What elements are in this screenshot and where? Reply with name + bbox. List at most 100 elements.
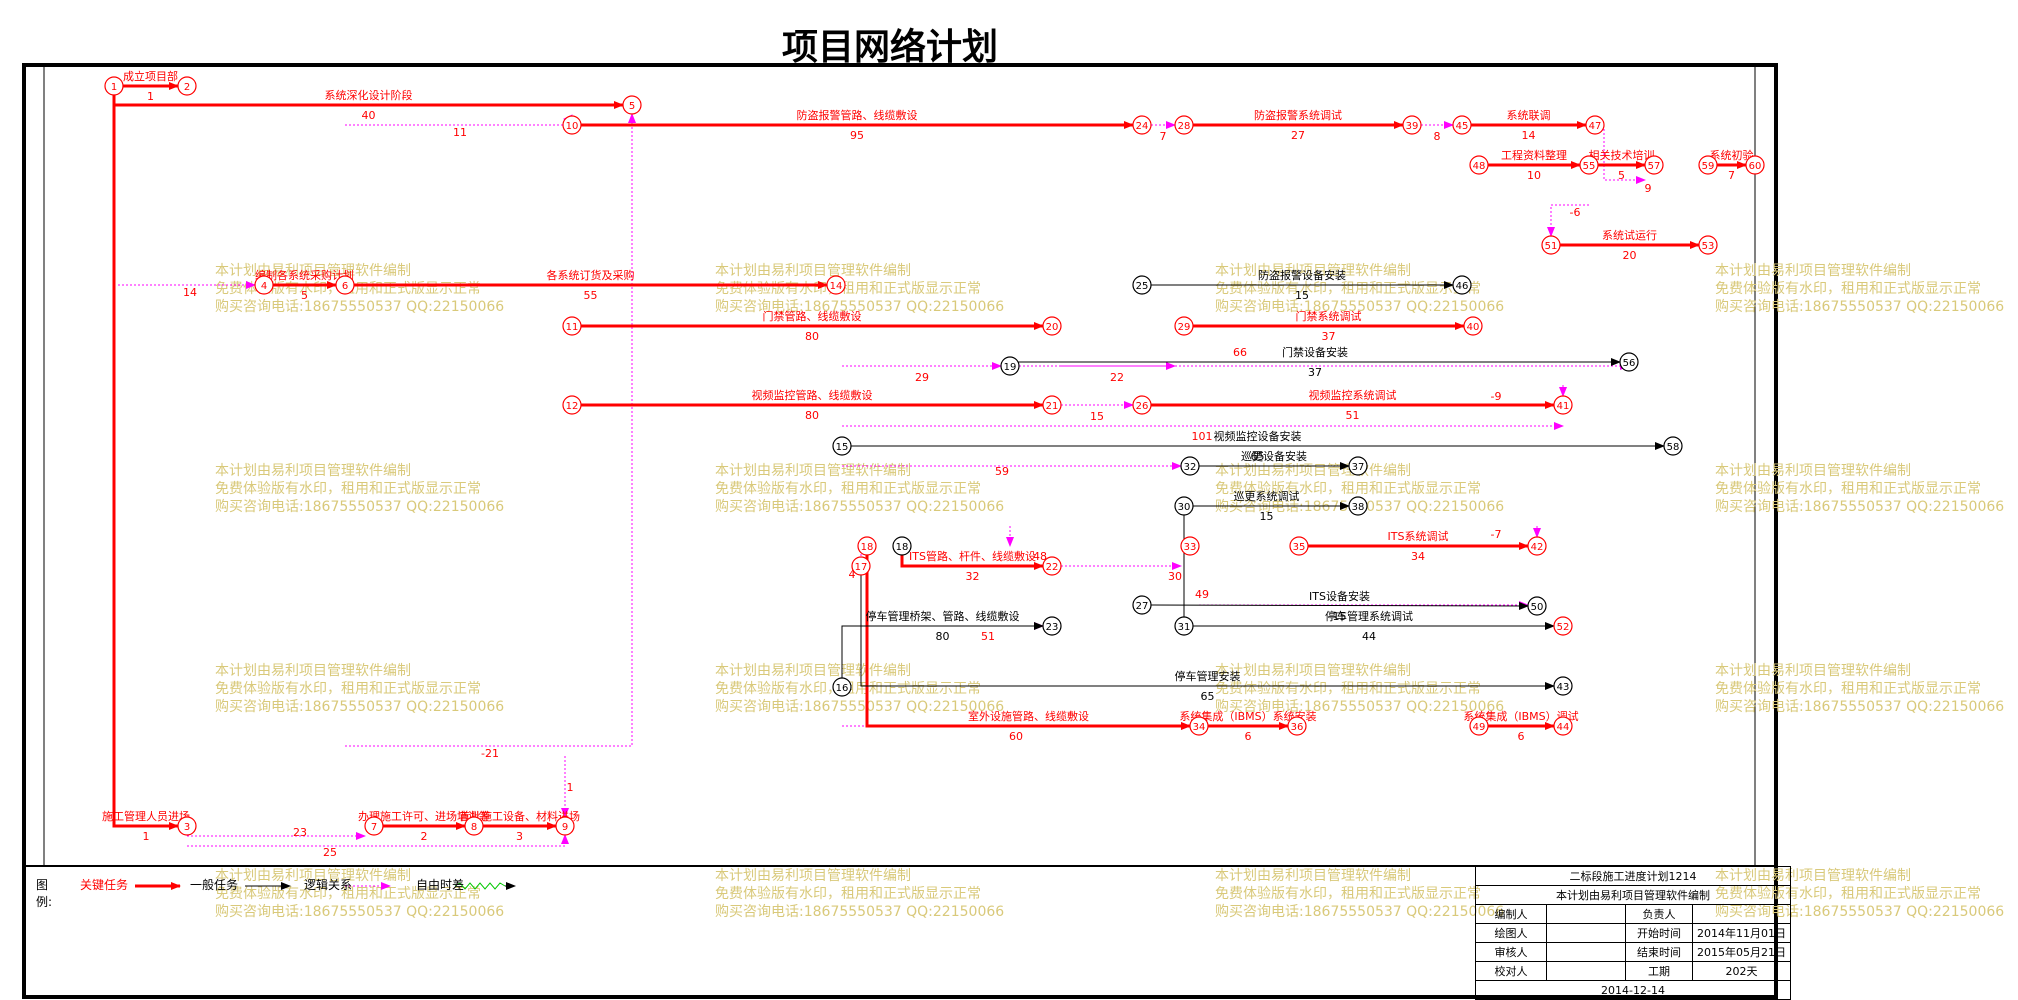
activity-duration: 32 xyxy=(966,570,980,583)
logic-link: 1 xyxy=(561,756,574,818)
watermark-line: 购买咨询电话:18675550537 QQ:22150066 xyxy=(715,699,1004,715)
title-block-value xyxy=(1546,923,1626,943)
event-node-id: 14 xyxy=(830,281,843,292)
event-node-id: 25 xyxy=(1136,281,1149,292)
event-node-id: 52 xyxy=(1557,622,1570,633)
logic-link: 101 xyxy=(842,422,1564,443)
watermark-line: 购买咨询电话:18675550537 QQ:22150066 xyxy=(1215,299,1504,315)
watermark-line: 购买咨询电话:18675550537 QQ:22150066 xyxy=(1715,699,2004,715)
event-node-id: 38 xyxy=(1352,502,1365,513)
title-block-software-note: 本计划由易利项目管理软件编制 xyxy=(1475,885,1791,905)
logic-link-label: 14 xyxy=(183,286,197,299)
logic-link: -6 xyxy=(1547,204,1589,237)
event-node: 17 xyxy=(851,556,871,576)
activity-duration: 34 xyxy=(1411,550,1425,563)
logic-link: 49 xyxy=(1195,588,1529,609)
activity-duration: 20 xyxy=(1623,249,1637,262)
logic-link: -7 xyxy=(1491,526,1541,541)
activity-name: 编制各系统采购计划 xyxy=(255,268,354,282)
logic-link-label: 11 xyxy=(453,126,467,139)
event-node: 23 xyxy=(1042,616,1062,636)
activity-duration: 80 xyxy=(805,330,819,343)
event-node: 18 xyxy=(857,536,877,556)
watermark-block: 本计划由易利项目管理软件编制免费体验版有水印，租用和正式版显示正常购买咨询电话:… xyxy=(1715,463,2004,515)
event-node: 26 xyxy=(1132,395,1152,415)
event-node: 4 xyxy=(254,275,274,295)
event-node: 11 xyxy=(562,316,582,336)
event-node: 59 xyxy=(1698,155,1718,175)
logic-link-label: 48 xyxy=(1033,550,1047,563)
event-node-id: 34 xyxy=(1193,722,1206,733)
event-node-id: 33 xyxy=(1184,542,1197,553)
watermark-line: 本计划由易利项目管理软件编制 xyxy=(1215,663,1411,679)
watermark-line: 本计划由易利项目管理软件编制 xyxy=(1215,263,1411,279)
activity-name: 系统深化设计阶段 xyxy=(325,88,413,102)
activity-duration: 55 xyxy=(584,289,598,302)
activity-arrow: 室外设施管路、线缆敷设 xyxy=(865,555,1191,730)
event-node: 47 xyxy=(1585,115,1605,135)
activity-name: 室外设施管路、线缆敷设 xyxy=(968,709,1089,723)
event-node: 53 xyxy=(1698,235,1718,255)
event-node: 35 xyxy=(1289,536,1309,556)
event-node: 3 xyxy=(177,816,197,836)
activity-name: 视频监控管路、线缆敷设 xyxy=(752,388,873,402)
activity-arrow: 巡更设备安装 xyxy=(1199,449,1350,470)
activity-duration: 1 xyxy=(143,830,150,843)
logic-link-label: -7 xyxy=(1491,528,1502,541)
watermark-line: 本计划由易利项目管理软件编制 xyxy=(1215,463,1411,479)
event-node-id: 28 xyxy=(1178,121,1191,132)
activity-name: 门禁系统调试 xyxy=(1296,309,1362,323)
watermark-line: 购买咨询电话:18675550537 QQ:22150066 xyxy=(1715,499,2004,515)
event-node-id: 27 xyxy=(1136,601,1149,612)
event-node-id: 18 xyxy=(861,542,874,553)
logic-link-label: 9 xyxy=(1645,182,1652,195)
event-node-id: 26 xyxy=(1136,401,1149,412)
event-node: 18 xyxy=(892,536,912,556)
watermark-line: 本计划由易利项目管理软件编制 xyxy=(215,868,411,884)
watermark-line: 免费体验版有水印，租用和正式版显示正常 xyxy=(1215,681,1481,697)
logic-link: 9 xyxy=(1603,125,1652,195)
event-node-id: 17 xyxy=(855,562,868,573)
event-node: 56 xyxy=(1619,352,1639,372)
logic-link-label: 22 xyxy=(1110,371,1124,384)
watermark-line: 本计划由易利项目管理软件编制 xyxy=(1715,463,1911,479)
watermark-block: 本计划由易利项目管理软件编制免费体验版有水印，租用和正式版显示正常购买咨询电话:… xyxy=(1215,663,1504,715)
event-node-id: 12 xyxy=(566,401,579,412)
watermark-block: 本计划由易利项目管理软件编制免费体验版有水印，租用和正式版显示正常购买咨询电话:… xyxy=(715,263,1004,315)
event-node: 32 xyxy=(1180,456,1200,476)
activity-name: 办理施工许可、进场培训等 xyxy=(358,809,490,823)
event-node: 46 xyxy=(1452,275,1472,295)
activity-duration: 27 xyxy=(1291,129,1305,142)
activity-name: 巡更设备安装 xyxy=(1241,449,1307,463)
event-node-id: 4 xyxy=(261,281,267,292)
legend-prefix: 图例: xyxy=(36,878,53,909)
event-node-id: 15 xyxy=(836,442,849,453)
activity-duration: 65 xyxy=(1201,690,1215,703)
watermark-line: 购买咨询电话:18675550537 QQ:22150066 xyxy=(715,904,1004,920)
title-block-key: 负责人 xyxy=(1625,904,1693,924)
watermark-line: 免费体验版有水印，租用和正式版显示正常 xyxy=(1715,481,1981,497)
activity-name: 系统集成（IBMS）调试 xyxy=(1463,709,1578,723)
watermark-line: 购买咨询电话:18675550537 QQ:22150066 xyxy=(215,499,504,515)
logic-link-label: 25 xyxy=(323,846,337,859)
event-node-id: 51 xyxy=(1545,241,1558,252)
event-node: 45 xyxy=(1452,115,1472,135)
activity-name: 门禁管路、线缆敷设 xyxy=(763,309,862,323)
watermark-line: 免费体验版有水印，租用和正式版显示正常 xyxy=(215,681,481,697)
event-node-id: 46 xyxy=(1456,281,1469,292)
logic-link: 8 xyxy=(1421,121,1454,143)
event-node-id: 29 xyxy=(1178,322,1191,333)
logic-link: 23 xyxy=(187,826,366,840)
event-node-id: 11 xyxy=(566,322,579,333)
event-node-id: 37 xyxy=(1352,462,1365,473)
logic-link-label: 101 xyxy=(1192,430,1213,443)
title-block: 二标段施工进度计划1214 本计划由易利项目管理软件编制 编制人 负责人 绘图人… xyxy=(1475,866,1791,1000)
event-node: 12 xyxy=(562,395,582,415)
activity-name: 停车管理桥架、管路、线缆敷设 xyxy=(866,609,1020,623)
